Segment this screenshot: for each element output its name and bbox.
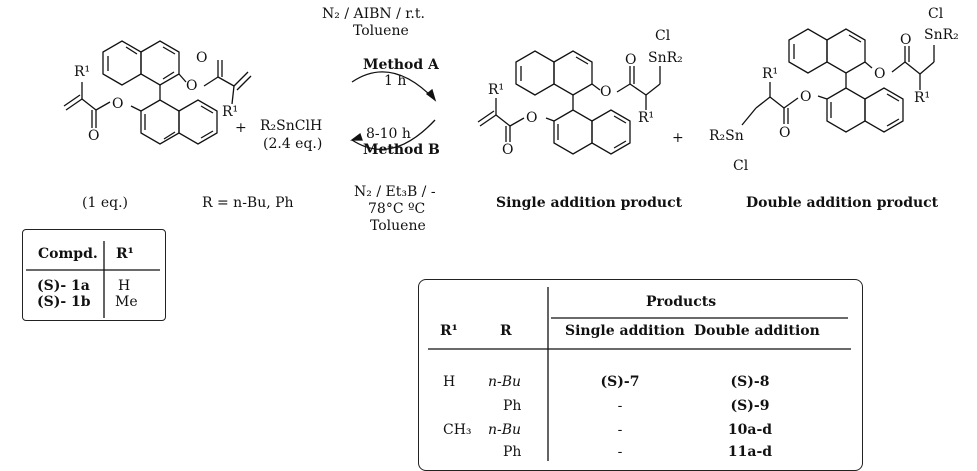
row4-r: Ph — [503, 444, 522, 460]
start-equiv: (1 eq.) — [82, 195, 128, 211]
row1-r: n-Bu — [488, 374, 522, 390]
single-addition-label: Single addition product — [496, 195, 683, 211]
row4-single: - — [617, 444, 623, 460]
header-double: Double addition — [694, 323, 820, 339]
single-addition-structure — [477, 50, 661, 155]
row1-r1: H — [443, 374, 456, 390]
reagent-formula: R₂SnClH — [260, 118, 323, 134]
atom-r1: R¹ — [762, 66, 779, 82]
row4-double: 11a-d — [727, 444, 773, 460]
atom-o: O — [88, 128, 100, 144]
condition-bottom-2: 78°C ºC — [368, 201, 426, 217]
r1-1b: Me — [115, 294, 138, 310]
atom-r1: R¹ — [914, 90, 931, 106]
reagent-equiv: (2.4 eq.) — [263, 136, 323, 152]
plus-sign-2: + — [672, 130, 684, 146]
atom-o: O — [502, 142, 514, 158]
method-a-label: Method A — [363, 57, 439, 73]
time-a: 1 h — [384, 73, 407, 89]
atom-o: O — [186, 78, 198, 94]
compd-1a: (S)- 1a — [37, 278, 90, 294]
r1-1a: H — [118, 278, 131, 294]
compd-header: Compd. — [38, 246, 98, 262]
r1-header: R¹ — [116, 246, 134, 262]
atom-r1: R¹ — [222, 104, 239, 120]
start-material-structure — [63, 40, 252, 145]
atom-o: O — [874, 66, 886, 82]
header-r1: R¹ — [440, 323, 458, 339]
row3-single: - — [617, 422, 623, 438]
atom-o: O — [196, 50, 208, 66]
condition-bottom-1: N₂ / Et₃B / - — [354, 184, 436, 200]
plus-sign-1: + — [235, 120, 247, 136]
double-addition-label: Double addition product — [746, 195, 939, 211]
method-b-label: Method B — [363, 142, 440, 158]
atom-r1: R¹ — [488, 82, 505, 98]
reaction-arrows — [350, 71, 437, 151]
compound-table — [22, 229, 166, 321]
row1-single: (S)-7 — [600, 374, 640, 390]
products-group-header: Products — [646, 294, 717, 310]
row2-single: - — [617, 398, 623, 414]
atom-snr2: SnR₂ — [648, 50, 683, 66]
row2-double: (S)-9 — [730, 398, 770, 414]
atom-o: O — [779, 125, 791, 141]
atom-o: O — [625, 52, 637, 68]
atom-o: O — [800, 89, 812, 105]
atom-o: O — [600, 84, 612, 100]
atom-snr2: SnR₂ — [924, 27, 959, 43]
atom-o: O — [900, 32, 912, 48]
row3-r1: CH₃ — [443, 422, 472, 438]
atom-r1: R¹ — [638, 110, 655, 126]
row3-double: 10a-d — [727, 422, 773, 438]
row1-double: (S)-8 — [730, 374, 770, 390]
r-definition: R = n-Bu, Ph — [202, 195, 294, 211]
reaction-scheme — [26, 28, 935, 461]
double-addition-structure — [741, 28, 935, 133]
condition-bottom-3: Toluene — [370, 218, 426, 234]
condition-top-2: Toluene — [353, 23, 409, 39]
time-b: 8-10 h — [366, 126, 411, 142]
header-r: R — [500, 323, 512, 339]
header-single: Single addition — [565, 323, 685, 339]
compd-1b: (S)- 1b — [37, 294, 91, 310]
atom-cl: Cl — [655, 28, 671, 44]
condition-top-1: N₂ / AIBN / r.t. — [322, 6, 425, 22]
atom-r1: R¹ — [74, 64, 91, 80]
row2-r: Ph — [503, 398, 522, 414]
table-rules — [26, 241, 851, 461]
row3-r: n-Bu — [488, 422, 522, 438]
atom-cl: Cl — [928, 6, 944, 22]
atom-cl: Cl — [733, 158, 749, 174]
atom-r2sn: R₂Sn — [709, 128, 744, 144]
atom-o: O — [526, 110, 538, 126]
atom-o: O — [112, 96, 124, 112]
